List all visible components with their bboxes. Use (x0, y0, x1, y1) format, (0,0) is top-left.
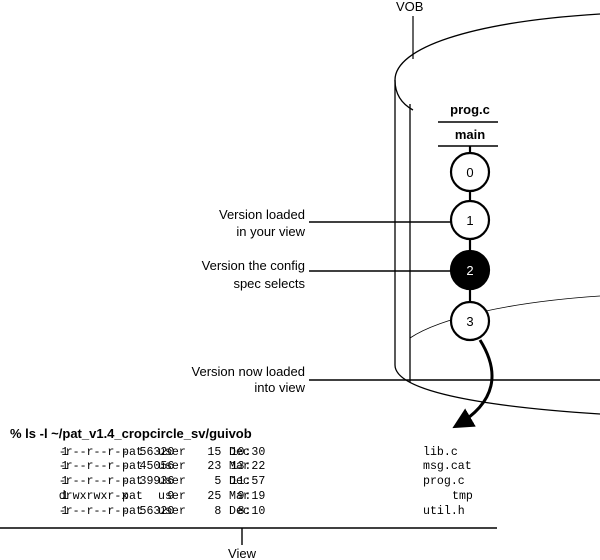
callout-now-line2: into view (254, 380, 305, 395)
version-node-0[interactable]: 0 (449, 151, 491, 193)
version-label-0: 0 (466, 165, 473, 180)
version-node-2-selected[interactable]: 2 (449, 249, 491, 291)
vob-cylinder (394, 13, 600, 415)
listing-row: -r--r--r-- 1 pat user 45056 Mar 23 13:22… (10, 460, 507, 473)
listing-command: % ls -l ~/pat_v1.4_cropcircle_sv/guivob (10, 426, 252, 441)
element-name: prog.c (450, 102, 490, 117)
callout-loaded-line2: in your view (236, 224, 305, 239)
version-label-2: 2 (466, 263, 473, 278)
vob-left-wall (394, 80, 600, 415)
listing-row: -r--r--r-- 1 pat user 56320 Dec 15 10:30… (10, 446, 493, 459)
branch-name: main (455, 127, 485, 142)
callout-config-line1: Version the config (202, 258, 305, 273)
listing-rows: -r--r--r-- 1 pat user 56320 Dec 15 10:30… (10, 446, 508, 518)
view-label: View (228, 546, 257, 560)
vob-top-rim (394, 13, 600, 111)
version-node-1[interactable]: 1 (449, 199, 491, 241)
listing-row: -r--r--r-- 1 pat user 39936 Dec 5 11:57 … (10, 475, 500, 488)
version-label-1: 1 (466, 213, 473, 228)
version-node-3[interactable]: 3 (449, 300, 491, 342)
listing-row: drwxrwxr-x 1 pat user 9 Mar 25 9:19 tmp (10, 490, 508, 503)
vob-label: VOB (396, 0, 423, 14)
load-arrow (452, 339, 494, 429)
callout-loaded-line1: Version loaded (219, 207, 305, 222)
vob-liquid-surface (409, 295, 600, 339)
callout-now-line1: Version now loaded (192, 364, 305, 379)
callout-config-line2: spec selects (233, 276, 305, 291)
version-label-3: 3 (466, 314, 473, 329)
listing-row: -r--r--r-- 1 pat user 56320 Dec 8 8:10 u… (10, 505, 500, 518)
